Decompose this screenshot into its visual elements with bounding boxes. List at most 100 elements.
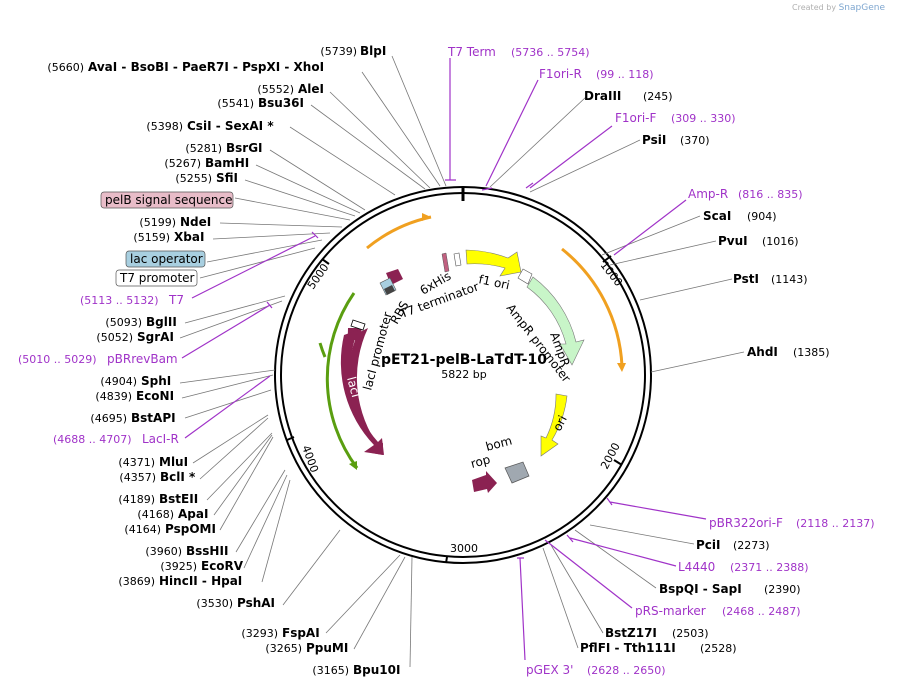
enzyme-FspAI: (3293) FspAI <box>241 626 319 640</box>
svg-text:F1ori-R: F1ori-R <box>539 67 582 81</box>
svg-text:(3530): (3530) <box>196 597 233 610</box>
svg-text:(5113 .. 5132): (5113 .. 5132) <box>80 294 159 307</box>
svg-text:Bpu10I: Bpu10I <box>353 663 400 677</box>
svg-text:T7 Term: T7 Term <box>447 45 496 59</box>
plasmid-size: 5822 bp <box>441 368 486 381</box>
svg-text:AvaI - BsoBI - PaeR7I - Psp: AvaI - BsoBI - PaeR7I - PspXI - XhoI <box>88 60 324 74</box>
svg-text:AhdI: AhdI <box>747 345 778 359</box>
svg-text:FspAI: FspAI <box>282 626 320 640</box>
ori-label: ori <box>550 413 570 433</box>
svg-text:PflFI - Tth111I: PflFI - Tth111I <box>580 641 676 655</box>
svg-text:HincII - HpaI: HincII - HpaI <box>159 574 242 588</box>
primer-pGEX-3: pGEX 3' (2628 .. 2650) <box>526 663 666 677</box>
ori-feature <box>540 393 568 457</box>
svg-text:SgrAI: SgrAI <box>137 330 174 344</box>
enzyme-PspOMI: (4164) PspOMI <box>124 522 216 536</box>
enzyme-CsiI-SexAI: (5398) CsiI - SexAI * <box>146 119 274 133</box>
svg-text:SfiI: SfiI <box>216 171 238 185</box>
svg-text:pGEX 3': pGEX 3' <box>526 663 573 677</box>
tick-3000: 3000 <box>445 542 478 564</box>
svg-text:(2528): (2528) <box>700 642 737 655</box>
orf-arc-right <box>561 247 624 367</box>
primer-T7: (5113 .. 5132) T7 <box>80 293 184 307</box>
primer-LacI-R: (4688 .. 4707) LacI-R <box>53 432 179 446</box>
svg-text:T7: T7 <box>168 293 184 307</box>
svg-text:(5552): (5552) <box>257 83 294 96</box>
lacI-label: lacI <box>344 375 363 399</box>
svg-text:Amp-R: Amp-R <box>688 187 728 201</box>
svg-text:(4189): (4189) <box>118 493 155 506</box>
orf-arc-top-head <box>422 213 431 221</box>
lacI-feature <box>348 328 383 455</box>
svg-text:(5199): (5199) <box>139 216 176 229</box>
svg-text:(2273): (2273) <box>733 539 770 552</box>
primer-pRS-marker: pRS-marker (2468 .. 2487) <box>635 604 801 618</box>
svg-text:SphI: SphI <box>141 374 171 388</box>
svg-text:CsiI - SexAI *: CsiI - SexAI * <box>187 119 274 133</box>
svg-text:XbaI: XbaI <box>174 230 204 244</box>
rop-label: rop <box>469 452 492 471</box>
enzyme-BstEII: (4189) BstEII <box>118 492 198 506</box>
enzyme-BstAPI: (4695) BstAPI <box>90 411 175 425</box>
svg-text:(3165): (3165) <box>312 664 349 677</box>
primer-T7-Term: T7 Term (5736 .. 5754) <box>447 45 590 59</box>
svg-text:(2468 .. 2487): (2468 .. 2487) <box>722 605 801 618</box>
svg-text:(5255): (5255) <box>175 172 212 185</box>
enzyme-PshAI: (3530) PshAI <box>196 596 275 610</box>
svg-text:(5739): (5739) <box>320 45 357 58</box>
f1-ori-label: f1 ori <box>477 272 511 292</box>
svg-text:(309 .. 330): (309 .. 330) <box>671 112 736 125</box>
enzyme-SgrAI: (5052) SgrAI <box>96 330 173 344</box>
svg-text:EcoNI: EcoNI <box>136 389 174 403</box>
svg-text:LacI-R: LacI-R <box>142 432 179 446</box>
enzyme-AvaI-group: (5660) AvaI - BsoBI - PaeR7I - PspXI - X… <box>47 60 324 74</box>
rop-feature <box>472 471 497 493</box>
svg-text:pBR322ori-F: pBR322ori-F <box>709 516 783 530</box>
enzyme-BstZ17I: BstZ17I (2503) <box>605 626 709 640</box>
svg-text:(5093): (5093) <box>105 316 142 329</box>
svg-text:(3265): (3265) <box>265 642 302 655</box>
snapgene-credit: Created by SnapGene <box>792 3 885 13</box>
svg-text:(370): (370) <box>680 134 710 147</box>
bom-label: bom <box>484 433 513 453</box>
svg-text:(4371): (4371) <box>118 456 155 469</box>
enzyme-BspQI-SapI: BspQI - SapI (2390) <box>659 582 801 596</box>
lacI-orf-arc <box>325 292 359 469</box>
svg-text:(4839): (4839) <box>95 390 132 403</box>
svg-text:Bsu36I: Bsu36I <box>258 96 304 110</box>
svg-text:EcoRV: EcoRV <box>201 559 244 573</box>
svg-text:pRS-marker: pRS-marker <box>635 604 706 618</box>
feature-pelB-signal-sequence: pelB signal sequence <box>100 191 234 209</box>
primer-labels: T7 Term (5736 .. 5754) F1ori-R (99 .. 11… <box>18 45 875 677</box>
svg-text:MluI: MluI <box>159 455 188 469</box>
svg-text:ApaI: ApaI <box>178 507 208 521</box>
svg-text:(5660): (5660) <box>47 61 84 74</box>
svg-text:(3960): (3960) <box>145 545 182 558</box>
tick-5000: 5000 <box>305 258 332 292</box>
feature-T7-promoter: T7 promoter <box>115 269 198 287</box>
primer-Amp-R: Amp-R (816 .. 835) <box>688 187 803 201</box>
svg-text:(5541): (5541) <box>217 97 254 110</box>
svg-text:(1016): (1016) <box>762 235 799 248</box>
svg-text:(2118 .. 2137): (2118 .. 2137) <box>796 517 875 530</box>
primer-pBRrevBam: (5010 .. 5029) pBRrevBam <box>18 352 178 366</box>
lacI-promoter-feature <box>350 319 366 331</box>
svg-text:PvuI: PvuI <box>718 234 748 248</box>
enzyme-PvuI: PvuI (1016) <box>718 234 799 248</box>
enzyme-EcoNI: (4839) EcoNI <box>95 389 174 403</box>
svg-text:BclI *: BclI * <box>160 470 196 484</box>
svg-text:(816 .. 835): (816 .. 835) <box>738 188 803 201</box>
svg-text:T7 promoter: T7 promoter <box>119 271 195 285</box>
svg-text:(3925): (3925) <box>160 560 197 573</box>
svg-text:BstAPI: BstAPI <box>131 411 176 425</box>
enzyme-ApaI: (4168) ApaI <box>137 507 208 521</box>
svg-text:L4440: L4440 <box>678 560 715 574</box>
svg-text:(2390): (2390) <box>764 583 801 596</box>
svg-text:F1ori-F: F1ori-F <box>615 111 656 125</box>
svg-text:BsrGI: BsrGI <box>226 141 263 155</box>
svg-text:(2371 .. 2388): (2371 .. 2388) <box>730 561 809 574</box>
svg-text:(4357): (4357) <box>119 471 156 484</box>
enzyme-PpuMI: (3265) PpuMI <box>265 641 348 655</box>
enzyme-PsiI: PsiI (370) <box>642 133 710 147</box>
enzyme-BlpI: (5739) BlpI <box>320 44 386 58</box>
